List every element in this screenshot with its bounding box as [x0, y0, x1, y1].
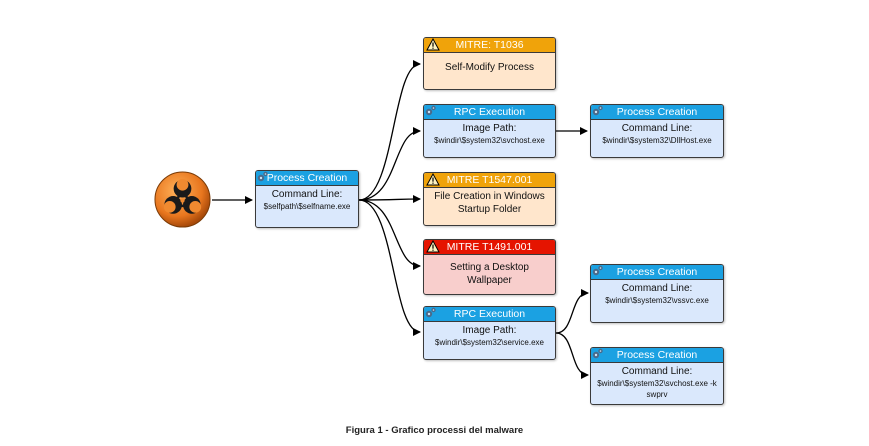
node-value: $windir\$system32\svchost.exe -k — [597, 379, 717, 388]
node-process-creation-dllhost[interactable]: Process Creation Command Line: $windir\$… — [590, 104, 724, 158]
node-value: $windir\$system32\DllHost.exe — [602, 136, 712, 145]
node-value: $selfpath\$selfname.exe — [263, 202, 351, 211]
node-header: RPC Execution — [453, 308, 526, 320]
node-process-creation-svchost-swprv[interactable]: Process Creation Command Line: $windir\$… — [590, 347, 724, 405]
node-label: Startup Folder — [457, 204, 522, 215]
node-value: swprv — [646, 390, 668, 399]
edge-process-to-mitre1036 — [358, 60, 421, 201]
gear-icon — [257, 171, 268, 182]
edge-process-to-mitre1491 — [358, 199, 421, 270]
node-header: MITRE: T1036 — [455, 39, 524, 51]
node-rpc-execution-svchost[interactable]: RPC Execution Image Path: $windir\$syste… — [423, 104, 556, 158]
node-label: File Creation in Windows — [434, 191, 545, 202]
gear-icon — [425, 105, 436, 116]
node-header: Process Creation — [266, 172, 348, 184]
node-root-process-creation[interactable]: Process Creation Command Line: $selfpath… — [255, 170, 359, 228]
edge-process-to-mitre1547 — [358, 195, 421, 204]
edge-process-to-rpc2 — [358, 199, 421, 336]
node-header: Process Creation — [616, 266, 698, 278]
node-process-creation-vssvc[interactable]: Process Creation Command Line: $windir\$… — [590, 264, 724, 323]
node-label: Self-Modify Process — [445, 62, 534, 73]
node-label: Command Line: — [621, 123, 693, 134]
node-header: RPC Execution — [453, 106, 526, 118]
node-value: $windir\$system32\service.exe — [435, 338, 544, 347]
edge-process-to-rpc1 — [358, 127, 421, 201]
node-header: MITRE T1491.001 — [446, 241, 533, 253]
node-mitre-t1036[interactable]: MITRE: T1036 Self-Modify Process — [423, 37, 556, 90]
node-value: $windir\$system32\svchost.exe — [434, 136, 545, 145]
biohazard-icon — [153, 170, 212, 229]
edge-rpc2-to-svchost — [555, 332, 589, 379]
gear-icon — [592, 348, 603, 359]
gear-icon — [425, 307, 436, 318]
node-header: Process Creation — [616, 106, 698, 118]
node-label: Image Path: — [462, 325, 517, 336]
gear-icon — [592, 265, 603, 276]
node-rpc-execution-service[interactable]: RPC Execution Image Path: $windir\$syste… — [423, 306, 556, 360]
gear-icon — [592, 105, 603, 116]
node-value: $windir\$system32\vssvc.exe — [605, 296, 709, 305]
node-label: Image Path: — [462, 123, 517, 134]
node-label: Command Line: — [271, 189, 343, 200]
node-label: Command Line: — [621, 366, 693, 377]
node-header: MITRE T1547.001 — [446, 174, 533, 186]
node-mitre-t1491-001[interactable]: MITRE T1491.001 Setting a Desktop Wallpa… — [423, 239, 556, 295]
edge-rpc2-to-vssvc — [555, 289, 589, 334]
node-label: Setting a Desktop Wallpaper — [450, 262, 529, 286]
warning-icon — [426, 240, 440, 253]
node-mitre-t1547-001[interactable]: MITRE T1547.001 File Creation in Windows… — [423, 172, 556, 226]
warning-icon — [426, 173, 440, 186]
warning-icon — [426, 38, 440, 51]
node-label: Command Line: — [621, 283, 693, 294]
figure-caption: Figura 1 - Grafico processi del malware — [345, 425, 524, 436]
node-header: Process Creation — [616, 349, 698, 361]
